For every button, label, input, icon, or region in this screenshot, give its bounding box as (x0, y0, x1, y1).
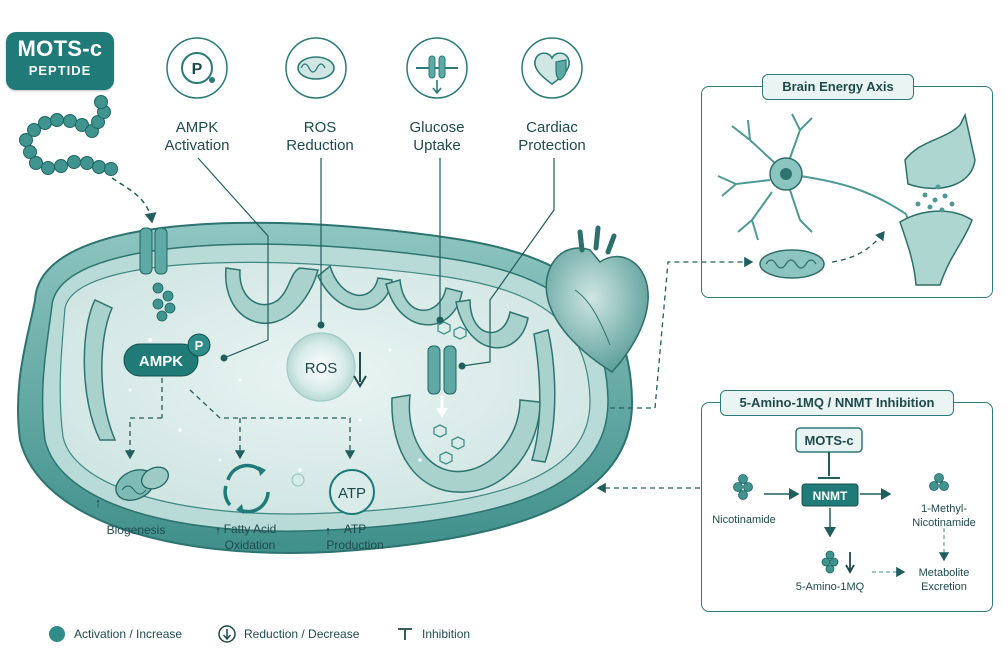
effect-connectors (197, 157, 555, 367)
heart-icon (545, 225, 649, 373)
phospho-label: P (195, 338, 204, 353)
atp-label: ATP (338, 485, 366, 502)
effect-icon-cardiac (521, 37, 583, 99)
effect-label-ampk: AMPK Activation (164, 119, 230, 154)
effect-icon-ros (285, 37, 347, 99)
svg-text:↑: ↑ (215, 523, 222, 538)
neuron-illustration (717, 113, 947, 241)
amino-1mq-label: 5-Amino-1MQ (796, 581, 865, 593)
ros-node: ROS (286, 332, 367, 402)
filled-circle-icon (49, 626, 65, 642)
metabolite-label: Metabolite (919, 567, 970, 579)
mots-c-title-badge: MOTS-c PEPTIDE (6, 32, 114, 90)
nnmt-box (801, 483, 859, 507)
nnmt-panel-title: 5-Amino-1MQ / NNMT Inhibition (720, 390, 954, 416)
mitochondrion-small-icon (759, 249, 825, 279)
excretion-label: Excretion (921, 581, 967, 593)
synapse-illustration (899, 112, 976, 286)
ampk-branches (124, 378, 356, 460)
effect-icon-ampk: P (166, 37, 228, 99)
nnmt-mots-label: MOTS-c (804, 433, 853, 448)
atp-production-label-2: Production (326, 538, 383, 552)
glucose-transporter (427, 321, 467, 465)
oxidation-label: Oxidation (225, 538, 276, 552)
svg-text:↑: ↑ (95, 495, 102, 510)
ampk-label: AMPK (139, 353, 183, 370)
amino-1mq-molecule-icon (821, 550, 839, 574)
title-sub: PEPTIDE (28, 63, 92, 78)
effect-icon-glucose (406, 37, 468, 99)
title-main: MOTS-c (17, 36, 103, 61)
nnmt-pathway (733, 427, 950, 578)
nnmt-panel (701, 402, 993, 612)
peptide-chain-icon (19, 95, 118, 176)
nicotinamide-label: Nicotinamide (712, 514, 776, 526)
atp-production-label-1: ATP (344, 522, 366, 536)
inhibition-t-icon (398, 628, 412, 640)
membrane-channel-left (139, 227, 176, 322)
nnmt-label: NNMT (813, 489, 848, 503)
biogenesis-label: Biogenesis (107, 523, 166, 537)
methyl-label-1: 1-Methyl- (921, 503, 967, 515)
biogenesis-mitochondria-icon (115, 466, 170, 501)
effect-label-ros: ROS Reduction (286, 119, 354, 154)
svg-text:P: P (192, 61, 203, 78)
brain-energy-panel-title: Brain Energy Axis (762, 74, 914, 100)
nicotinamide-molecule-icon (733, 474, 753, 500)
ampk-node: AMPK P (123, 333, 211, 377)
legend: Activation / Increase Reduction / Decrea… (0, 622, 1008, 646)
svg-text:↑: ↑ (325, 523, 332, 538)
atp-node: ATP (329, 469, 375, 515)
panel-connectors (596, 256, 754, 494)
down-arrow-circle-icon (218, 625, 236, 643)
fatty-acid-label: Fatty Acid (224, 522, 277, 536)
matrix-particles (128, 338, 422, 472)
methyl-nicotinamide-molecule-icon (929, 473, 949, 491)
brain-energy-panel (701, 86, 993, 298)
cycle-arrows-icon (223, 463, 270, 514)
methyl-label-2: Nicotinamide (912, 517, 976, 529)
effect-label-cardiac: Cardiac Protection (518, 119, 586, 154)
ros-label: ROS (305, 360, 338, 377)
effect-label-glucose: Glucose Uptake (409, 119, 465, 154)
